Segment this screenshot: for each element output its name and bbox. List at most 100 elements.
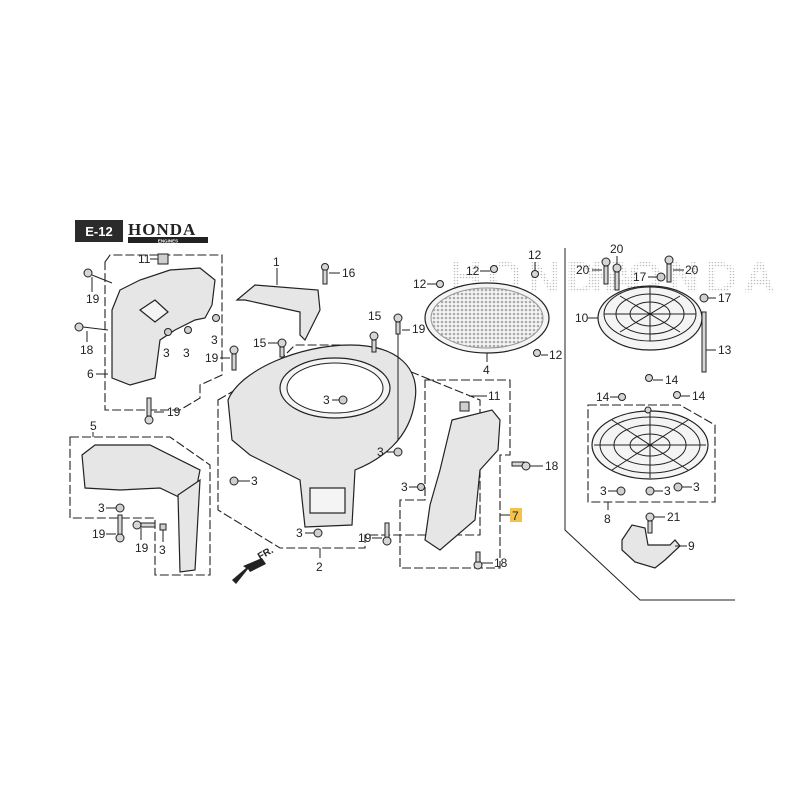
- bolt-19: [132, 520, 156, 530]
- nut-3: [313, 528, 323, 538]
- clip-11: [459, 401, 470, 412]
- callout-3: 3: [159, 543, 166, 557]
- callout-7-highlight: [510, 508, 522, 522]
- callout-2: 2: [316, 560, 323, 574]
- nut-3: [184, 326, 192, 334]
- part-1-shroud-top: [235, 284, 321, 342]
- bolt-16: [321, 263, 329, 285]
- callout-18: 18: [80, 343, 94, 357]
- callout-3: 3: [211, 333, 218, 347]
- nut-3: [673, 482, 683, 492]
- callout-3: 3: [98, 501, 105, 515]
- nut-3: [616, 486, 626, 496]
- screw-14: [673, 391, 681, 399]
- callout-13: 13: [718, 343, 732, 357]
- callout-19: 19: [86, 292, 100, 306]
- callout-3: 3: [296, 526, 303, 540]
- part-11-clip: [157, 253, 169, 265]
- page-header: E-12 HONDA ENGINES: [75, 220, 208, 244]
- callout-19: 19: [412, 322, 426, 336]
- bolt-15: [369, 331, 379, 353]
- group-box-5: [69, 436, 211, 576]
- callout-12: 12: [528, 248, 542, 262]
- callout-17: 17: [633, 270, 647, 284]
- callout-12: 12: [549, 348, 563, 362]
- nut-3: [229, 476, 239, 486]
- nut-3: [645, 486, 655, 496]
- bolt-20: [601, 257, 611, 285]
- front-direction-indicator: FR.: [232, 545, 276, 584]
- bolt-19: [144, 397, 154, 425]
- part-2-window: [309, 487, 346, 514]
- bolt-19: [83, 268, 113, 284]
- callout-4: 4: [483, 363, 490, 377]
- brand-logo: HONDA: [128, 220, 196, 239]
- callout-19: 19: [205, 351, 219, 365]
- bolt-19: [115, 514, 125, 543]
- page-code-badge: [75, 220, 123, 242]
- callout-12: 12: [413, 277, 427, 291]
- nut-17: [656, 272, 666, 282]
- callout-20: 20: [685, 263, 699, 277]
- screw-12: [490, 265, 498, 273]
- callout-1: 1: [273, 255, 280, 269]
- nut-3: [212, 314, 220, 322]
- bolt-20: [664, 255, 674, 283]
- callout-19: 19: [167, 405, 181, 419]
- callout-15: 15: [368, 309, 382, 323]
- front-label: FR.: [256, 545, 276, 563]
- callout-3: 3: [664, 484, 671, 498]
- screw-12: [436, 280, 444, 288]
- bolt-18: [473, 551, 483, 570]
- part-9-bracket: [621, 524, 681, 569]
- bolt-18: [511, 461, 531, 471]
- group-box-7: [399, 379, 511, 569]
- nut-3: [159, 523, 167, 531]
- bolt-19: [382, 522, 392, 546]
- callout-19: 19: [92, 527, 106, 541]
- callout-10: 10: [575, 311, 589, 325]
- screw-14: [645, 374, 653, 382]
- screw-14: [618, 393, 626, 401]
- stud-13: [701, 311, 707, 373]
- nut-3: [393, 447, 403, 457]
- callout-20: 20: [610, 242, 624, 256]
- callout-3: 3: [401, 480, 408, 494]
- part-7-side-cover: [424, 409, 501, 551]
- callout-11: 11: [488, 389, 501, 403]
- front-arrow-icon: [232, 558, 266, 584]
- bolt-21: [645, 512, 655, 534]
- callout-11: 11: [138, 252, 151, 266]
- bolt-19: [393, 313, 403, 335]
- group-separator: [564, 248, 735, 601]
- callout-16: 16: [342, 266, 356, 280]
- nut-3: [164, 328, 172, 336]
- callout-6: 6: [87, 367, 94, 381]
- callout-14: 14: [665, 373, 679, 387]
- nut-3: [115, 503, 125, 513]
- part-6-opening: [138, 299, 169, 323]
- part-5-baffle: [177, 478, 201, 573]
- callout-3: 3: [163, 346, 170, 360]
- part-6-air-guide-cover: [111, 267, 216, 386]
- screw-12: [531, 270, 539, 278]
- callout-7: 7: [512, 509, 519, 523]
- callout-20: 20: [576, 263, 590, 277]
- bolt-18: [74, 322, 109, 332]
- nut-3: [417, 483, 425, 491]
- callout-3: 3: [693, 480, 700, 494]
- callout-9: 9: [688, 539, 695, 553]
- callout-14: 14: [596, 390, 610, 404]
- nut-17: [699, 293, 709, 303]
- screw-12: [533, 349, 541, 357]
- callout-21: 21: [667, 510, 681, 524]
- page-code: E-12: [85, 224, 112, 239]
- callout-19: 19: [358, 531, 372, 545]
- callout-14: 14: [692, 389, 706, 403]
- brand-sub: ENGINES: [158, 239, 178, 244]
- callout-3: 3: [323, 393, 330, 407]
- bolt-19: [229, 345, 239, 371]
- group-box-8: [587, 404, 716, 503]
- callout-18: 18: [494, 556, 508, 570]
